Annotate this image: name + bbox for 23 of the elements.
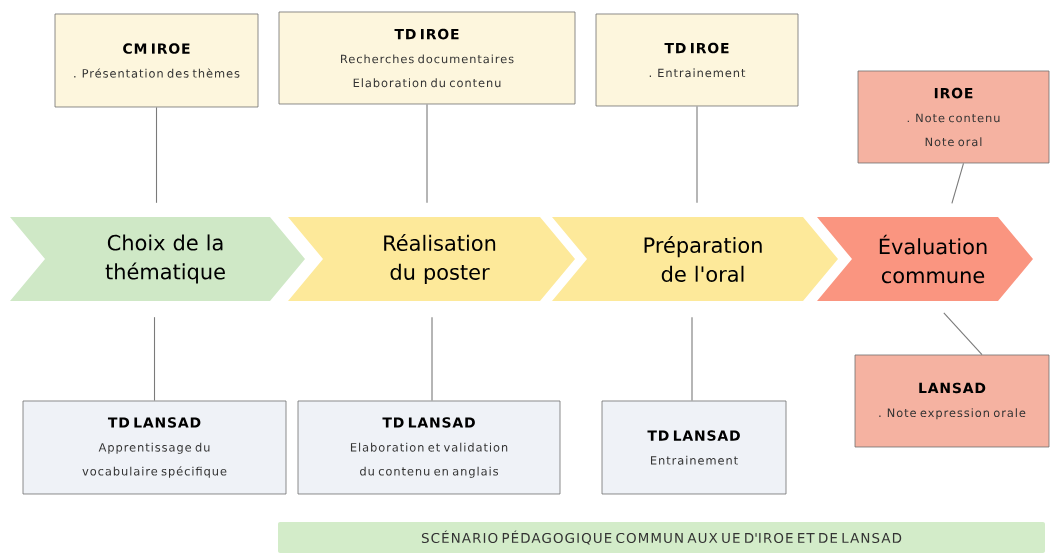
node-label: Préparation de l'oral [644,236,762,282]
chevron-step: Préparation de l'oral [552,217,838,301]
connector-line [696,105,698,204]
info-box: TD LANSAD Elaboration et validation du contenu en anglais [297,400,561,495]
chevron-step: Choix de la thématique [10,217,305,301]
chevron-step: Évaluation commune [817,217,1033,301]
connector-line [426,103,428,204]
info-box: TD IROE Recherches documentaires Elaboration du contenu [278,11,576,105]
connector-line [153,316,156,402]
info-box: TD LANSAD Entrainement [601,400,787,495]
info-box: LANSAD . Note expression orale [854,354,1050,448]
caption-band: SCÉNARIO PÉDAGOGIQUE COMMUN AUX UE D'IROE ET DE LANSAD [278,522,1045,553]
info-box: CM IROE . Présentation des thèmes [54,13,259,108]
info-box: IROE . Note contenu Note oral [857,70,1050,164]
connector-line [691,316,693,402]
info-box: TD IROE . Entrainement [595,13,799,107]
info-box: TD LANSAD Apprentissage du vocabulaire spécifique [22,400,287,495]
chevron-step: Réalisation du poster [288,217,575,301]
connector-line [431,316,433,402]
connector-line [155,106,158,204]
node-label: Réalisation du poster [384,234,496,284]
connector-line [951,162,965,204]
connector-line [943,312,983,356]
